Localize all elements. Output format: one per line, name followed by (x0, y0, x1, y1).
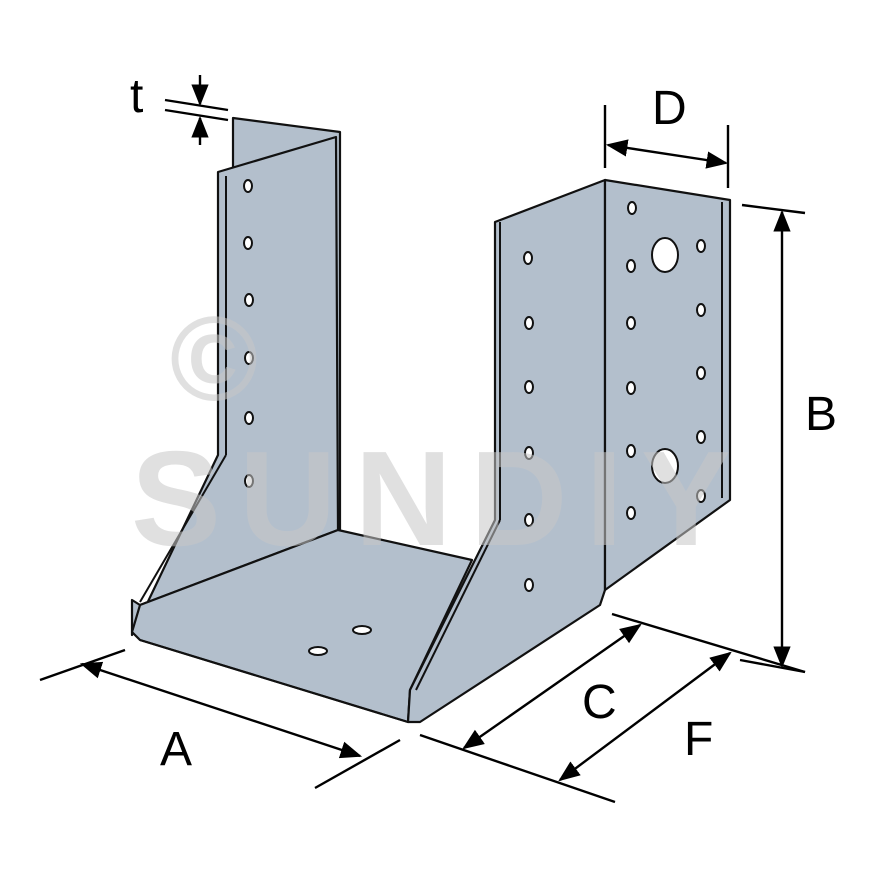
dimension-t: t (130, 70, 229, 145)
left-wall-holes (243, 179, 254, 488)
svg-text:SUNDIY: SUNDIY (131, 423, 749, 574)
dimension-b: B (739, 203, 837, 674)
left-wall (130, 135, 340, 637)
dimension-d: D (603, 82, 730, 188)
dimension-c-f: C F (419, 612, 806, 804)
floor-holes (308, 625, 372, 656)
svg-text:©: © (170, 292, 258, 426)
svg-text:t: t (130, 70, 143, 123)
svg-text:F: F (684, 713, 713, 766)
svg-text:C: C (582, 676, 617, 729)
svg-text:B: B (805, 388, 837, 441)
watermark: © SUNDIY (131, 292, 749, 574)
dimension-a: A (39, 648, 401, 790)
svg-text:D: D (652, 82, 687, 135)
flange-holes (626, 201, 706, 520)
svg-text:A: A (160, 723, 192, 776)
right-wall-holes (523, 251, 534, 592)
